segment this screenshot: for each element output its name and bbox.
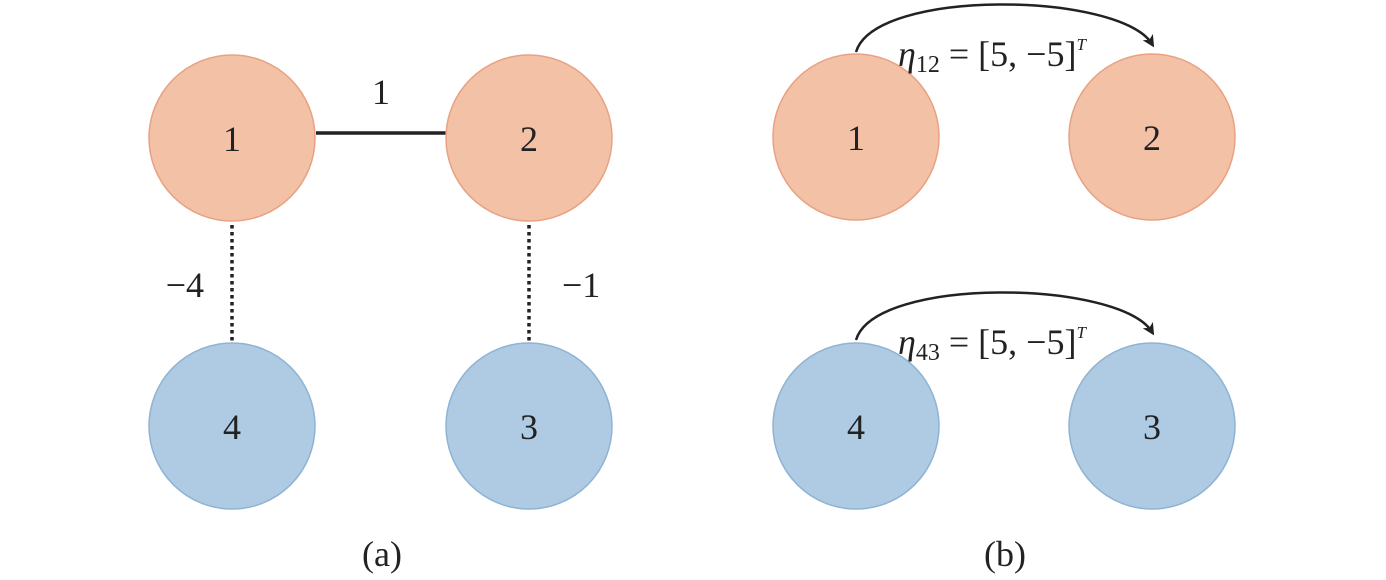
arrow-4-3 [854,291,1155,341]
edge-weight-2-3: −1 [562,265,600,305]
node-1-b: 1 [772,53,940,221]
eta-subscript: 12 [916,52,940,78]
eta-subscript: 43 [916,340,940,366]
node-2-circle [1068,53,1236,221]
caption-a: (a) [362,534,402,574]
node-2-circle [445,54,613,222]
label-eta-43: η43 = [5, −5]T [898,322,1087,366]
caption-b: (b) [984,534,1026,574]
node-2-label: 2 [520,119,538,159]
node-2-b: 2 [1068,53,1236,221]
arrow-1-2 [854,3,1155,53]
node-3-a: 3 [445,342,613,510]
node-3-circle [1068,342,1236,510]
node-3-label: 3 [520,407,538,447]
node-4-label: 4 [847,407,865,447]
node-2-a: 2 [445,54,613,222]
node-4-circle [772,342,940,510]
node-1-label: 1 [847,118,865,158]
eta-equation: = [5, −5] [940,322,1077,362]
eta-superscript: T [1076,35,1087,54]
node-1-circle [772,53,940,221]
edge-weight-1-2: 1 [372,72,390,112]
node-1-a: 1 [148,54,316,222]
node-3-label: 3 [1143,407,1161,447]
node-4-b: 4 [772,342,940,510]
node-2-label: 2 [1143,118,1161,158]
node-3-circle [445,342,613,510]
node-3-b: 3 [1068,342,1236,510]
eta-symbol: η [898,34,916,74]
edge-weight-1-4: −4 [166,265,204,305]
eta-equation: = [5, −5] [940,34,1077,74]
node-4-a: 4 [148,342,316,510]
node-4-label: 4 [223,407,241,447]
eta-symbol: η [898,322,916,362]
node-1-label: 1 [223,119,241,159]
label-eta-12: η12 = [5, −5]T [898,34,1087,78]
node-1-circle [148,54,316,222]
panel-a: 1 −4 −1 1 2 3 4 (a) [148,54,613,574]
eta-superscript: T [1076,323,1087,342]
panel-b: 1 2 4 3 η12 = [5, −5]T η43 = [5, −5]T (b… [772,3,1236,574]
node-4-circle [148,342,316,510]
